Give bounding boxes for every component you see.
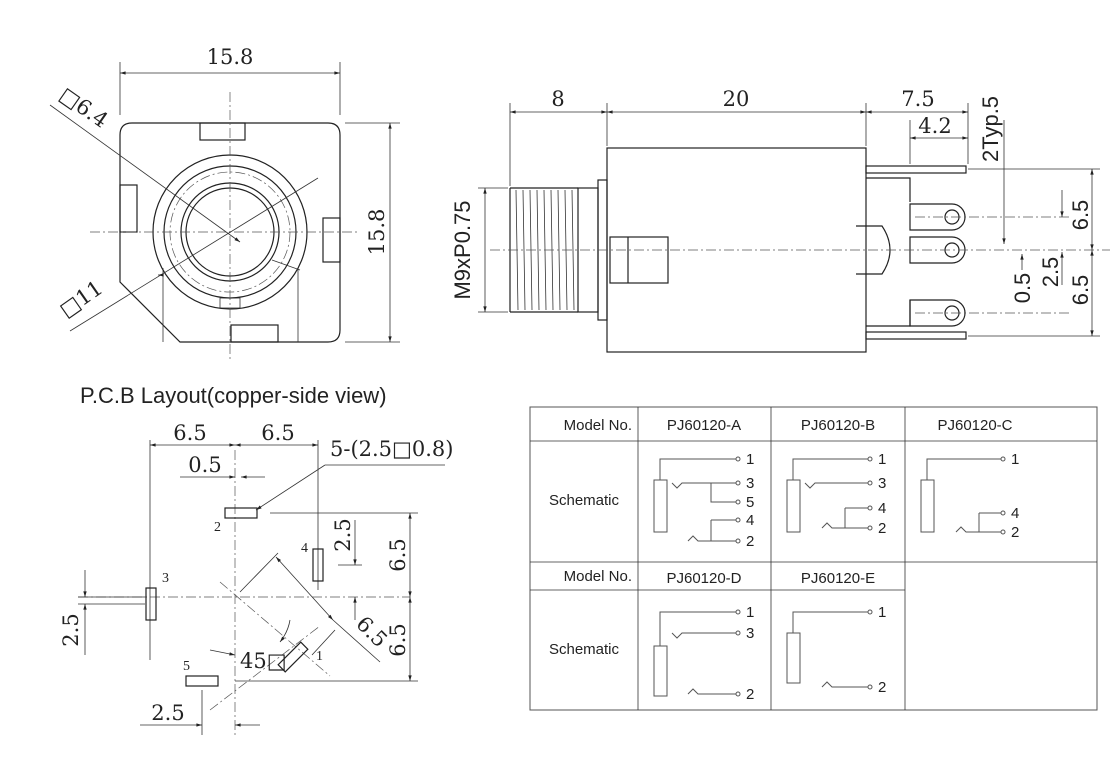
pad-5 [185,675,219,687]
inner-diameter-dim: □6.4 [55,82,112,132]
pin-a-1: 1 [746,451,754,468]
pcb-layout-title: P.C.B Layout(copper-side view) [80,383,387,408]
thread-length-dim: 8 [551,87,564,111]
top-spacing-dim: 6.5 [1068,200,1093,231]
bottom-spacing-dim: 6.5 [1068,275,1093,306]
pcb-bottom-offset-dim: 2.5 [151,701,184,725]
side-view: 8 20 7.5 4.2 2Typ.5 M9xP0.75 6.5 2.5 0.5… [450,87,1110,353]
pin-a-2: 2 [746,533,754,550]
pin-e-2: 2 [878,679,886,696]
pad-label-4: 4 [301,541,308,556]
outer-diameter-dim: □11 [55,276,107,322]
model-a: PJ60120-A [667,417,741,434]
schematic-c: 1 4 2 [920,451,1019,541]
pin-length-dim: 7.5 [901,87,934,111]
schematic-d: 1 3 2 [653,604,754,703]
pin-d-3: 3 [746,625,754,642]
pin-a-5: 5 [746,494,754,511]
model-d: PJ60120-D [666,570,741,587]
schematic-label-1: Schematic [549,492,620,509]
model-b: PJ60120-B [801,417,875,434]
pin-c-1: 1 [1011,451,1019,468]
schematic-e: 1 2 [786,604,886,696]
pcb-lower-dim: 6.5 [386,623,410,656]
pin-b-3: 3 [878,475,886,492]
pin-c-2: 2 [1011,524,1019,541]
model-table: Model No. PJ60120-A PJ60120-B PJ60120-C … [529,406,1098,711]
pad-label-1: 1 [316,649,323,664]
pcb-left-offset-dim: 2.5 [59,613,83,646]
model-no-header-2: Model No. [564,568,632,585]
pcb-offset-dim: 0.5 [188,453,221,477]
front-view: 15.8 15.8 □6.4 □11 [49,45,400,360]
pin-d-2: 2 [746,686,754,703]
schematic-b: 1 3 4 2 [786,451,886,537]
front-height-dim: 15.8 [365,209,389,256]
model-no-header-1: Model No. [564,417,632,434]
pad-1 [277,641,309,673]
small-offset-dim: 0.5 [1010,273,1035,304]
pin-b-2: 2 [878,520,886,537]
pcb-right-dim: 6.5 [261,421,294,445]
pcb-upper-dim: 6.5 [386,538,410,571]
pad4-offset-dim: 2.5 [331,518,355,551]
pin-c-4: 4 [1011,505,1019,522]
center-offset-dim: 2.5 [1038,257,1063,288]
pad-note: 5-(2.5□0.8) [330,437,453,461]
pad-2 [224,507,258,519]
pin-typ-dim: 2Typ.5 [978,96,1003,162]
pin-short-dim: 4.2 [918,114,951,138]
body-length-dim: 20 [723,87,750,111]
pad-3 [145,587,157,621]
model-e: PJ60120-E [801,570,875,587]
front-width-dim: 15.8 [207,45,254,69]
pin-a-4: 4 [746,512,754,529]
pin-a-3: 3 [746,475,754,492]
model-c: PJ60120-C [937,417,1012,434]
pad-label-2: 2 [214,520,221,535]
angle-dim: 45□ [240,649,287,673]
schematic-a: 1 3 5 4 2 [653,451,754,550]
pin-d-1: 1 [746,604,754,621]
pin-e-1: 1 [878,604,886,621]
pcb-layout: 6.5 6.5 0.5 5-(2.5□0.8) 1 2 3 4 5 6.5 6.… [59,421,453,735]
pad-label-3: 3 [162,571,169,586]
pcb-left-dim: 6.5 [173,421,206,445]
pin-b-4: 4 [878,500,886,517]
pin-b-1: 1 [878,451,886,468]
schematic-label-2: Schematic [549,641,620,658]
thread-label: M9xP0.75 [450,200,475,299]
pad-label-5: 5 [183,659,190,674]
